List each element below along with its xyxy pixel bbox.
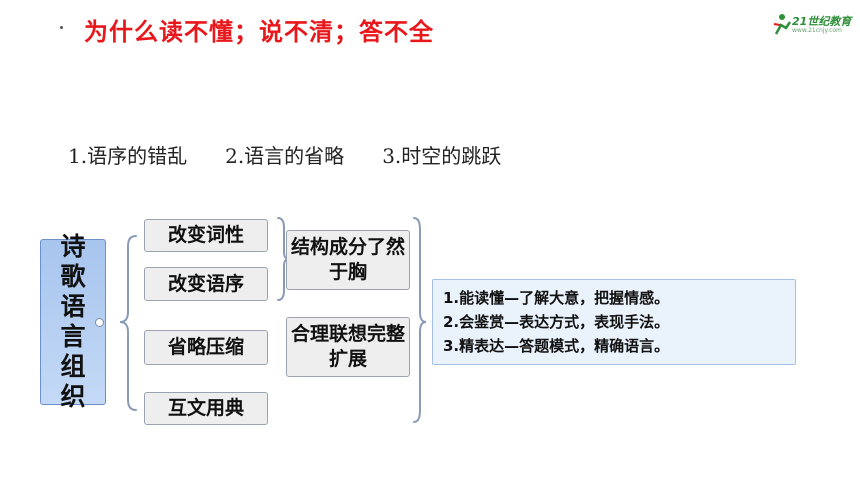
method-brace: [413, 217, 427, 423]
logo-name: 21世纪教育: [792, 15, 852, 28]
method-node: 结构成分了然于胸: [286, 230, 410, 290]
branch-node: 省略压缩: [144, 330, 268, 365]
collapse-toggle[interactable]: [95, 318, 104, 327]
reason-list: 1.语序的错乱 2.语言的省略 3.时空的跳跃: [68, 142, 608, 170]
reason-item: 2.语言的省略: [225, 144, 345, 168]
logo-url: www.21cnjy.com: [792, 27, 842, 34]
outcome-item: 3.精表达—答题模式，精确语言。: [443, 337, 670, 355]
bullet-dot: [60, 26, 63, 29]
outcome-box: 1.能读懂—了解大意，把握情感。 2.会鉴赏—表达方式，表现手法。 3.精表达—…: [432, 279, 796, 365]
reason-item: 1.语序的错乱: [68, 144, 188, 168]
logo-runner-icon: [773, 14, 792, 35]
outcome-item: 1.能读懂—了解大意，把握情感。: [443, 289, 670, 307]
branch-node: 互文用典: [144, 392, 268, 425]
root-label: 诗歌语言组织: [60, 232, 86, 411]
page-title: 为什么读不懂；说不清；答不全: [84, 18, 434, 46]
branch-node: 改变词性: [144, 219, 268, 252]
outcome-item: 2.会鉴赏—表达方式，表现手法。: [443, 313, 670, 331]
method-node: 合理联想完整扩展: [286, 317, 410, 377]
branch-node: 改变语序: [144, 267, 268, 301]
reason-item: 3.时空的跳跃: [382, 144, 502, 168]
root-brace: [119, 235, 137, 411]
